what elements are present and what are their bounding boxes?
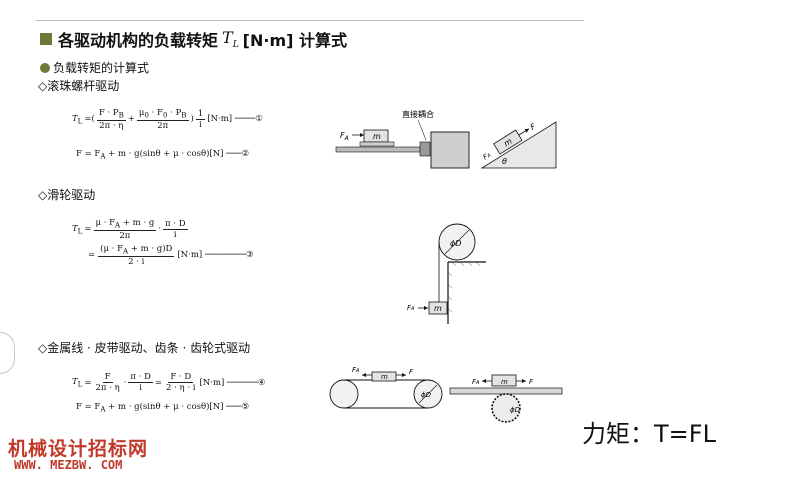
svg-text:θ: θ	[502, 157, 507, 166]
svg-text:FA: FA	[407, 304, 415, 312]
svg-text:FA: FA	[472, 378, 480, 386]
incline-diagram: m F FA θ	[480, 121, 557, 169]
svg-text:m: m	[373, 132, 381, 141]
section-wire-belt-rack: ◇金属线 · 皮带驱动、齿条 · 齿轮式驱动	[38, 341, 251, 355]
watermark-title: 机械设计招标网	[8, 438, 149, 460]
belt-diagram: ϕD m FA F	[329, 366, 443, 409]
svg-text:F: F	[409, 368, 414, 376]
svg-text:FA: FA	[482, 151, 493, 162]
screw-shaft	[335, 146, 421, 153]
svg-text:m: m	[502, 137, 514, 149]
subtitle: 负载转矩的计算式	[40, 59, 149, 76]
pulley-diagram: ϕD m FA	[407, 223, 486, 324]
rack	[449, 387, 563, 395]
hanging-load	[428, 301, 448, 315]
pinion-gear	[491, 393, 521, 423]
watermark-url: WWW. MEZBW. COM	[14, 458, 123, 472]
svg-text:m: m	[434, 304, 442, 313]
section-ball-screw: ◇滚珠螺杆驱动	[38, 79, 120, 93]
svg-text:F: F	[529, 122, 538, 132]
top-rule	[36, 20, 584, 21]
svg-text:m: m	[501, 378, 508, 386]
formula-2: F = FA + m · g(sinθ + μ · cosθ)[N] ───②	[76, 149, 250, 161]
title-square-icon	[40, 33, 52, 45]
rack-pinion-diagram: FA m F ϕD	[449, 374, 563, 423]
svg-text:FA: FA	[352, 366, 360, 374]
svg-text:m: m	[381, 373, 388, 381]
bullet-dot-icon	[40, 62, 50, 73]
formula-5: F = FA + m · g(sinθ + μ · cosθ)[N] ───⑤	[76, 402, 250, 414]
svg-text:FA: FA	[340, 131, 349, 142]
svg-text:ϕD: ϕD	[421, 391, 432, 399]
section-pulley: ◇滑轮驱动	[38, 188, 96, 202]
torque-footnote: 力矩：T=FL	[582, 420, 716, 448]
left-edge-tab	[0, 332, 15, 374]
svg-text:ϕD: ϕD	[510, 406, 521, 414]
motor-box	[430, 131, 470, 169]
svg-text:F: F	[529, 378, 534, 386]
page-title: 各驱动机构的负载转矩 TL [N·m] 计算式	[40, 27, 347, 51]
svg-text:ϕD: ϕD	[450, 239, 461, 248]
ball-screw-diagram: 直接耦合 FA m	[335, 109, 470, 169]
coupling-label: 直接耦合	[402, 109, 434, 119]
